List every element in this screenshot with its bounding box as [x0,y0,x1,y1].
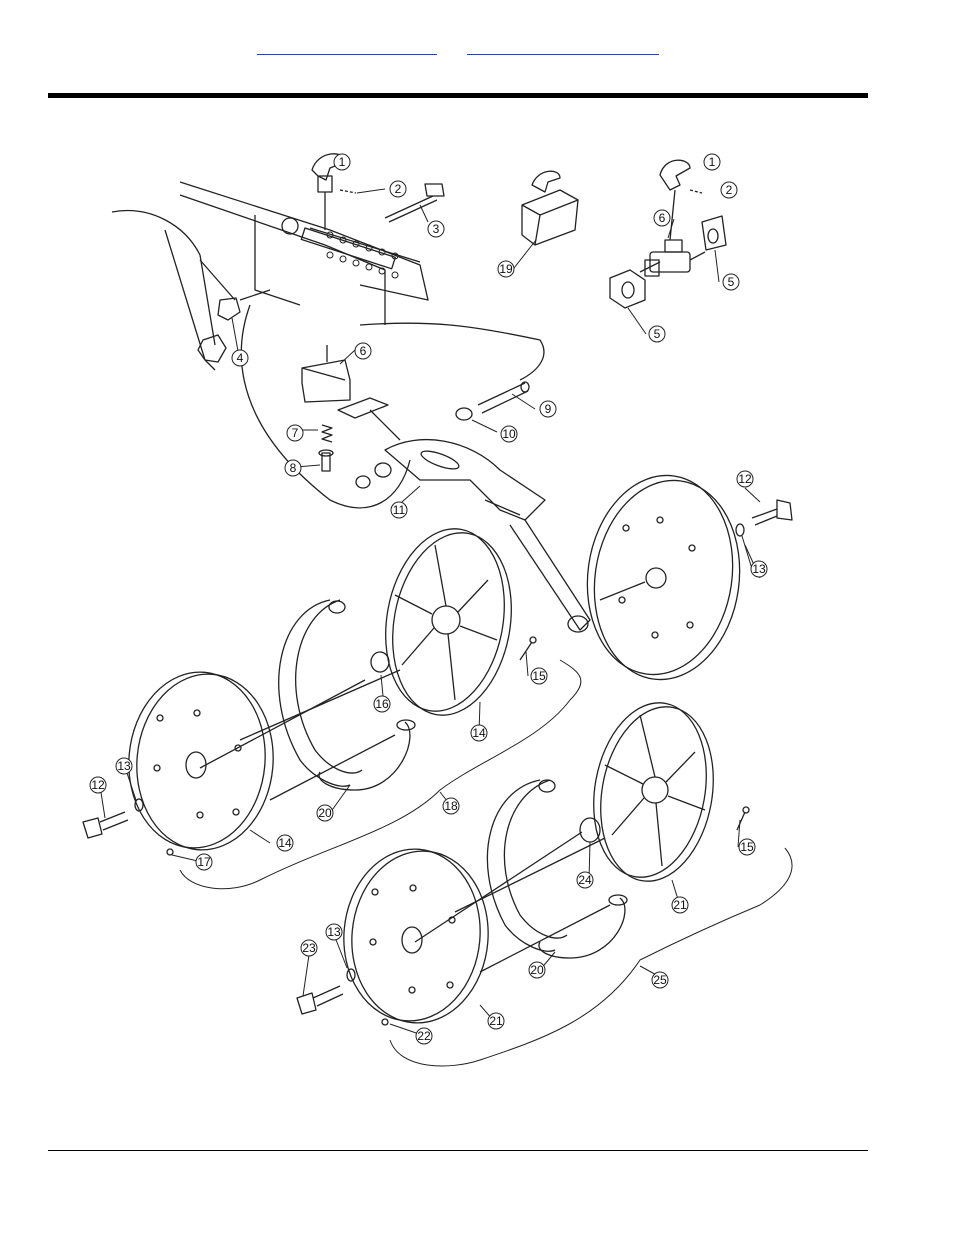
callout-11: 11 [391,502,407,518]
callout-17: 17 [196,854,212,870]
callout-12b: 12 [90,777,106,793]
callout-15b: 15 [739,839,755,855]
svg-text:24: 24 [578,873,592,887]
callout-24: 24 [577,872,593,888]
callout-13a: 13 [751,561,767,577]
wheel-rim-21 [581,694,727,890]
hub-disc-left [122,666,400,855]
callout-21a: 21 [672,897,688,913]
bolt-12-left [83,799,143,838]
callout-3: 3 [428,221,444,237]
svg-text:12: 12 [91,778,105,792]
callout-12a: 12 [737,471,753,487]
hub-disc-lower [337,832,610,1029]
callout-18: 18 [443,798,459,814]
callout-5b: 5 [649,326,665,342]
svg-text:17: 17 [197,855,211,869]
pedal-and-rod [338,382,529,440]
callout-13c: 13 [326,924,342,940]
svg-text:2: 2 [726,183,733,197]
gauge-wheel-right [575,466,752,689]
svg-text:23: 23 [302,941,316,955]
svg-text:8: 8 [290,461,297,475]
handle-exploded-view [610,160,726,308]
callout-7: 7 [287,425,303,441]
callout-13b: 13 [116,758,132,774]
bushing-24 [580,818,600,842]
svg-text:16: 16 [375,697,389,711]
callout-6a: 6 [355,343,371,359]
svg-text:6: 6 [360,344,367,358]
tire-20-lower [487,780,627,958]
svg-text:5: 5 [728,275,735,289]
tire-20-upper [279,600,415,790]
callout-9: 9 [540,401,556,417]
svg-text:5: 5 [654,327,661,341]
svg-text:11: 11 [393,503,406,517]
footer-rule [48,1150,868,1151]
svg-text:6: 6 [659,211,666,225]
svg-text:1: 1 [709,155,716,169]
callout-4: 4 [232,350,248,366]
svg-text:9: 9 [545,402,552,416]
scraper-arm [356,440,590,632]
svg-text:13: 13 [117,759,131,773]
leader-lines [100,162,760,1036]
svg-text:12: 12 [738,472,752,486]
handle-block-19 [522,171,578,245]
svg-text:10: 10 [502,427,516,441]
svg-text:13: 13 [327,925,341,939]
svg-text:18: 18 [444,799,458,813]
svg-text:2: 2 [395,182,402,196]
svg-text:20: 20 [530,963,544,977]
svg-text:14: 14 [278,836,292,850]
callout-6b: 6 [654,210,670,226]
bushing-16 [371,652,389,672]
svg-text:21: 21 [673,898,687,912]
small-fasteners [167,637,749,1025]
callout-5a: 5 [723,274,739,290]
callout-19: 19 [498,261,514,277]
callout-1a: 1 [334,154,350,170]
bolt-12-right [736,500,792,536]
svg-text:15: 15 [532,669,546,683]
svg-text:13: 13 [752,562,766,576]
callout-25: 25 [652,972,668,988]
callout-22: 22 [416,1028,432,1044]
svg-text:14: 14 [472,726,486,740]
svg-text:4: 4 [237,351,244,365]
svg-text:20: 20 [318,806,332,820]
svg-text:19: 19 [499,262,513,276]
callout-20b: 20 [529,962,545,978]
callout-15a: 15 [531,668,547,684]
callout-14a: 14 [471,725,487,741]
callout-21b: 21 [488,1013,504,1029]
svg-text:15: 15 [740,840,754,854]
svg-text:25: 25 [653,973,667,987]
parts-diagram: 1 2 3 4 6 7 8 9 10 11 12 13 15 16 14 18 … [78,140,800,1075]
callout-1b: 1 [704,154,720,170]
svg-text:22: 22 [417,1029,431,1043]
callout-8: 8 [285,460,301,476]
wheel-rim-14 [372,519,525,724]
callout-16: 16 [374,696,390,712]
nut-4 [218,290,270,320]
callout-20a: 20 [317,805,333,821]
svg-text:21: 21 [489,1014,503,1028]
callouts: 1 2 3 4 6 7 8 9 10 11 12 13 15 16 14 18 … [90,154,767,1044]
callout-2a: 2 [390,181,406,197]
callout-14b: 14 [277,835,293,851]
callout-10: 10 [501,426,517,442]
svg-text:3: 3 [433,222,440,236]
svg-text:7: 7 [292,426,299,440]
callout-2b: 2 [721,182,737,198]
kit-boundaries [180,660,792,1066]
frame-bracket [112,182,544,508]
callout-23: 23 [301,940,317,956]
svg-text:1: 1 [339,155,346,169]
